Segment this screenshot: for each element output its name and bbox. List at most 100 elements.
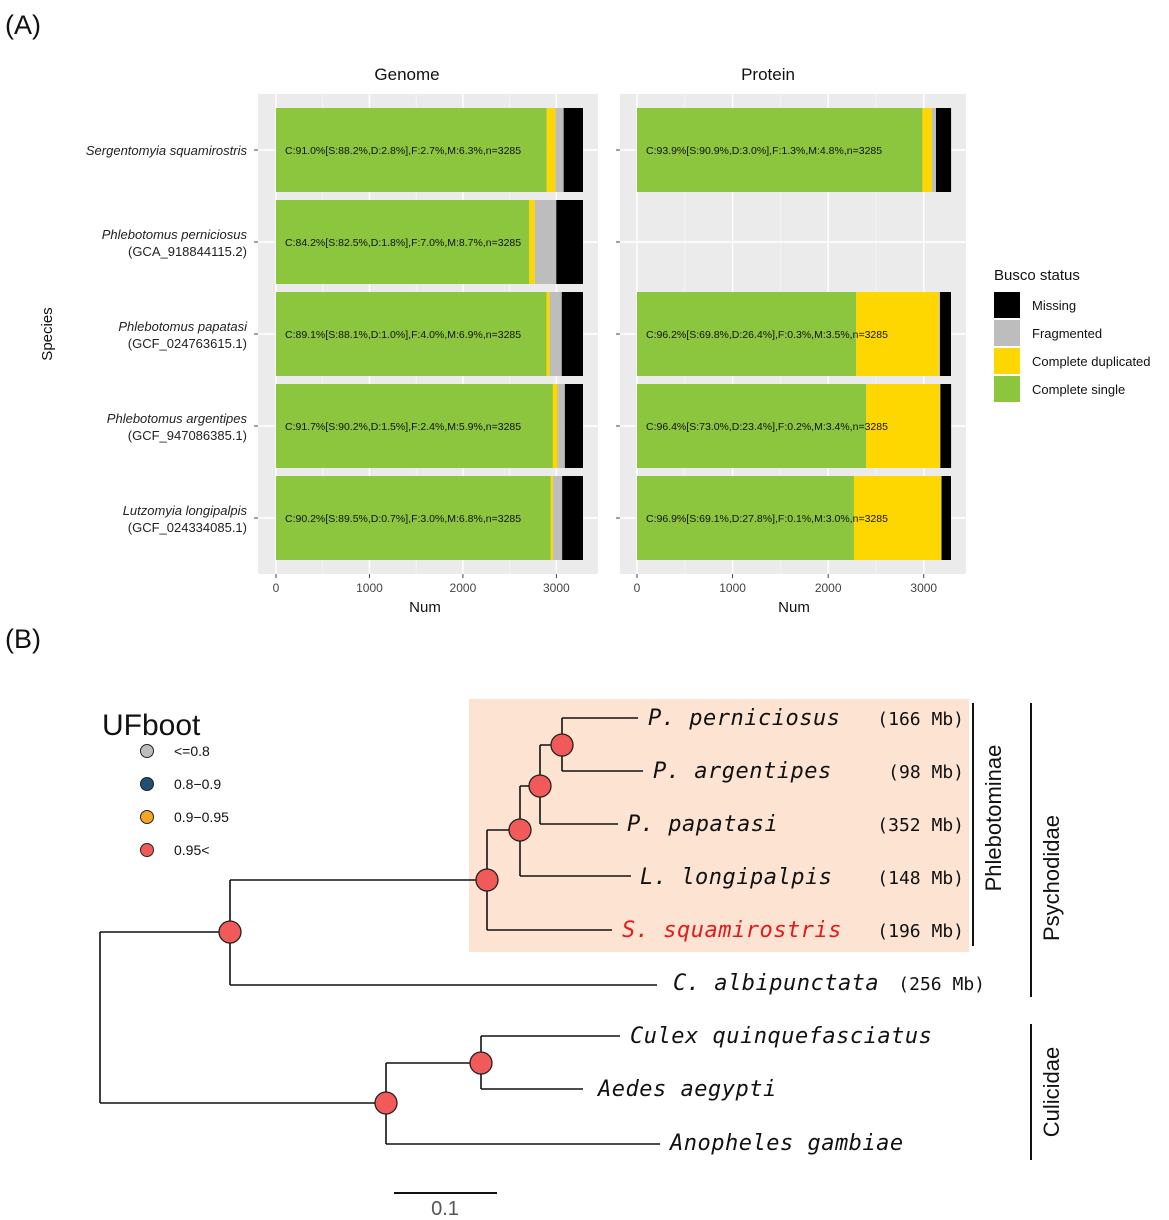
clade-label-culicidae: Culicidae bbox=[1039, 1047, 1064, 1138]
ufboot-title: UFboot bbox=[102, 709, 201, 742]
clade-bars bbox=[972, 703, 1032, 1160]
x-axis-title-genome: Num bbox=[409, 599, 441, 616]
protein-bar-duplicated bbox=[856, 292, 940, 376]
taxon-squamirostris: S. squamirostris bbox=[622, 918, 842, 943]
protein-bar-duplicated bbox=[922, 108, 932, 192]
size-papatasi: (352 Mb) bbox=[877, 815, 964, 836]
legend-title: Busco status bbox=[994, 267, 1080, 284]
protein-bar-single bbox=[637, 292, 857, 376]
node-supports bbox=[218, 733, 574, 1115]
legend-label-fragmented: Fragmented bbox=[1032, 326, 1102, 341]
genome-bar-single bbox=[276, 292, 547, 376]
protein-x-tick-label: 0 bbox=[634, 581, 641, 595]
genome-x-tick-label: 2000 bbox=[450, 581, 477, 595]
ufboot-swatch-mid bbox=[140, 777, 154, 791]
panel-a-label: (A) bbox=[5, 10, 41, 40]
genome-x-tick-label: 0 bbox=[273, 581, 280, 595]
genome-bar-single bbox=[276, 200, 530, 284]
genome-bar-missing bbox=[563, 108, 583, 192]
taxon-anopheles: Anopheles gambiae bbox=[668, 1131, 904, 1156]
genome-bar-label: C:91.7%[S:90.2%,D:1.5%],F:2.4%,M:5.9%,n=… bbox=[285, 421, 521, 433]
protein-bar-label: C:93.9%[S:90.9%,D:3.0%],F:1.3%,M:4.8%,n=… bbox=[646, 145, 882, 157]
legend-label-single: Complete single bbox=[1032, 382, 1125, 397]
protein-bar-missing bbox=[941, 476, 951, 560]
protein-x-tick-label: 2000 bbox=[815, 581, 842, 595]
genome-x-tick-label: 3000 bbox=[543, 581, 570, 595]
genome-bar-duplicated bbox=[546, 292, 550, 376]
genome-bar-single bbox=[276, 476, 551, 560]
node-root bbox=[218, 920, 242, 944]
species-accession: (GCF_024334085.1) bbox=[128, 520, 247, 535]
protein-bar-single bbox=[637, 384, 867, 468]
protein-bar-duplicated bbox=[853, 476, 942, 560]
genome-bar-label: C:91.0%[S:88.2%,D:2.8%],F:2.7%,M:6.3%,n=… bbox=[285, 145, 521, 157]
legend-swatch-missing bbox=[994, 292, 1020, 318]
facet-title-genome: Genome bbox=[374, 65, 439, 84]
legend-label-duplicated: Complete duplicated bbox=[1032, 354, 1151, 369]
node-longi-clade bbox=[508, 818, 532, 842]
genome-bar-missing bbox=[564, 384, 583, 468]
species-accession: (GCA_918844115.2) bbox=[128, 244, 247, 259]
taxon-aedes: Aedes aegypti bbox=[596, 1077, 777, 1102]
ufboot-label-high: 0.95< bbox=[174, 842, 209, 858]
protein-bar-label: C:96.2%[S:69.8%,D:26.4%],F:0.3%,M:3.5%,n… bbox=[646, 329, 888, 341]
taxon-albipunctata: C. albipunctata bbox=[673, 971, 879, 996]
size-squamirostris: (196 Mb) bbox=[877, 921, 964, 942]
facet-title-protein: Protein bbox=[741, 65, 795, 84]
genome-panel: C:91.0%[S:88.2%,D:2.8%],F:2.7%,M:6.3%,n=… bbox=[258, 94, 598, 574]
protein-panel: C:93.9%[S:90.9%,D:3.0%],F:1.3%,M:4.8%,n=… bbox=[620, 94, 966, 574]
genome-bar-fragmented bbox=[552, 476, 563, 560]
node-pern-clade bbox=[550, 733, 574, 757]
genome-bar-duplicated bbox=[529, 200, 535, 284]
protein-bar-missing bbox=[935, 108, 952, 192]
genome-bar-fragmented bbox=[534, 200, 557, 284]
size-argentipes: (98 Mb) bbox=[888, 762, 964, 783]
x-axis-title-protein: Num bbox=[778, 599, 810, 616]
taxon-perniciosus: P. perniciosus bbox=[648, 706, 840, 731]
protein-x-tick-label: 1000 bbox=[719, 581, 746, 595]
genome-bar-single bbox=[276, 384, 553, 468]
ufboot-label-low: <=0.8 bbox=[174, 743, 210, 759]
genome-bar-fragmented bbox=[555, 108, 564, 192]
node-papa-clade bbox=[528, 774, 552, 798]
ufboot-legend: UFboot <=0.8 0.8−0.9 0.9−0.95 0.95< bbox=[102, 709, 229, 858]
legend-swatch-single bbox=[994, 376, 1020, 402]
ufboot-swatch-low bbox=[140, 744, 154, 758]
protein-bar-fragmented bbox=[939, 292, 941, 376]
panel-b-label: (B) bbox=[5, 624, 41, 654]
protein-bars: C:93.9%[S:90.9%,D:3.0%],F:1.3%,M:4.8%,n=… bbox=[637, 108, 952, 560]
legend-label-missing: Missing bbox=[1032, 298, 1076, 313]
scale-bar-label: 0.1 bbox=[431, 1198, 459, 1220]
genome-bar-missing bbox=[561, 292, 583, 376]
ufboot-swatch-highmid bbox=[140, 810, 154, 824]
ufboot-label-mid: 0.8−0.9 bbox=[174, 776, 221, 792]
genome-bar-fragmented bbox=[549, 292, 562, 376]
taxon-argentipes: P. argentipes bbox=[653, 759, 832, 784]
genome-bar-label: C:89.1%[S:88.1%,D:1.0%],F:4.0%,M:6.9%,n=… bbox=[285, 329, 521, 341]
species-name: Lutzomyia longipalpis bbox=[123, 503, 248, 518]
y-axis-title: Species bbox=[39, 307, 56, 360]
size-longipalpis: (148 Mb) bbox=[877, 868, 964, 889]
genome-bar-duplicated bbox=[550, 476, 553, 560]
size-perniciosus: (166 Mb) bbox=[877, 709, 964, 730]
busco-legend: Busco status Missing Fragmented Complete… bbox=[994, 267, 1151, 402]
legend-swatch-fragmented bbox=[994, 320, 1020, 346]
genome-bar-label: C:84.2%[S:82.5%,D:1.8%],F:7.0%,M:8.7%,n=… bbox=[285, 237, 521, 249]
protein-x-tick-label: 3000 bbox=[910, 581, 937, 595]
protein-bar-single bbox=[637, 108, 923, 192]
genome-bar-duplicated bbox=[552, 384, 558, 468]
taxon-longipalpis: L. longipalpis bbox=[640, 865, 832, 890]
genome-bar-fragmented bbox=[557, 384, 565, 468]
ufboot-label-highmid: 0.9−0.95 bbox=[174, 809, 229, 825]
genome-bar-duplicated bbox=[546, 108, 556, 192]
protein-bar-duplicated bbox=[866, 384, 940, 468]
node-phlebotominae bbox=[475, 868, 499, 892]
species-name: Phlebotomus perniciosus bbox=[102, 227, 248, 242]
clade-label-phlebotominae: Phlebotominae bbox=[981, 745, 1006, 892]
species-name: Phlebotomus argentipes bbox=[107, 411, 248, 426]
taxon-culex: Culex quinquefasciatus bbox=[630, 1024, 932, 1049]
protein-bar-label: C:96.4%[S:73.0%,D:23.4%],F:0.2%,M:3.4%,n… bbox=[646, 421, 888, 433]
